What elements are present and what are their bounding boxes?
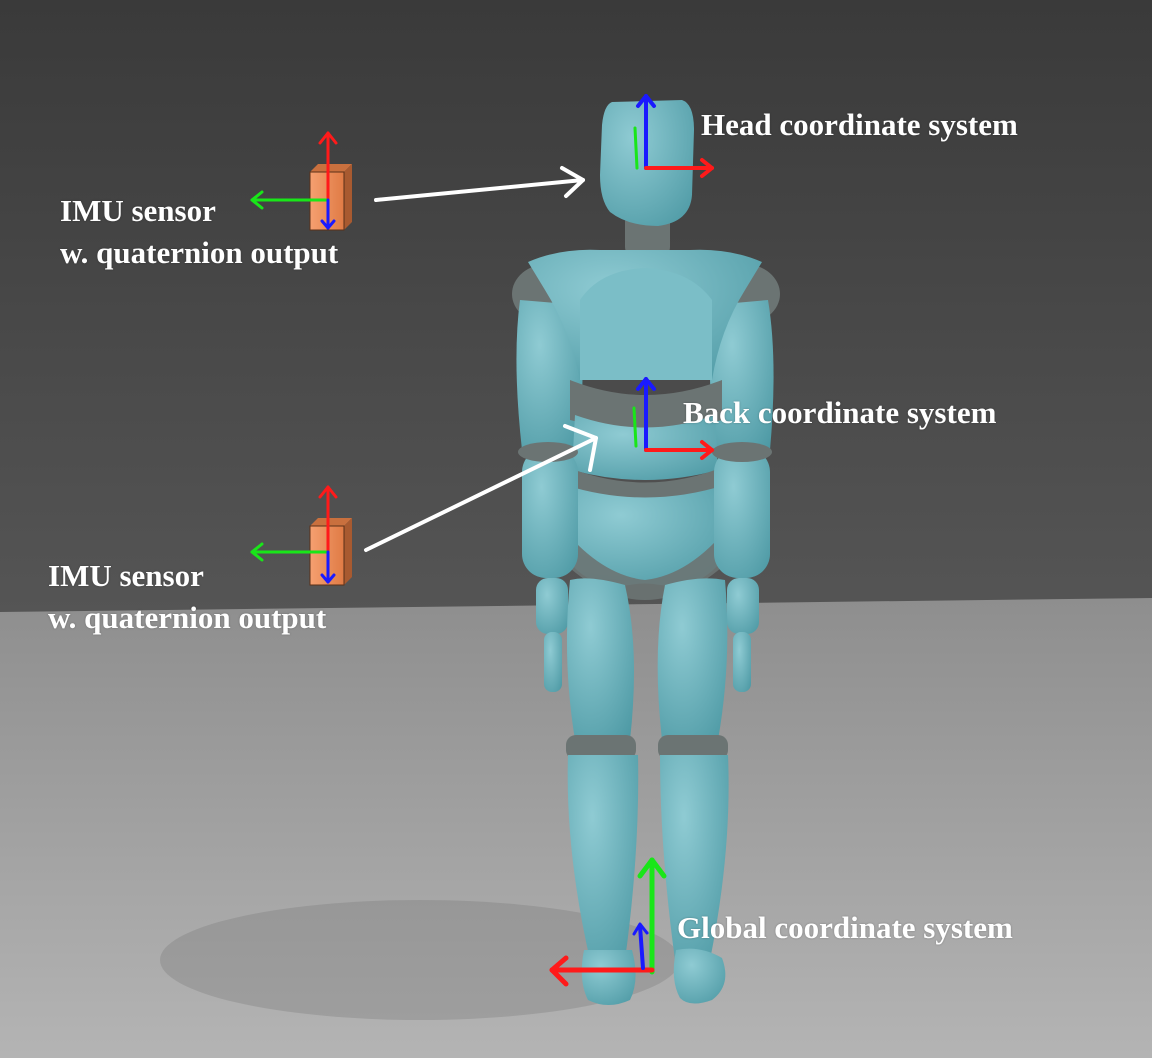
imu-sensor-icon [250, 131, 352, 231]
back-coordinate-axes-icon [632, 377, 714, 460]
floor-shadow [160, 900, 680, 1020]
imu-sensor-label-bottom: IMU sensor w. quaternion output [48, 555, 326, 639]
back-coordinate-label: Back coordinate system [683, 395, 997, 430]
humanoid-figure [512, 100, 780, 1005]
imu-sensor-label-line2: w. quaternion output [60, 235, 339, 270]
imu-sensor-label-line2: w. quaternion output [48, 600, 327, 635]
imu-sensor-icon [250, 485, 352, 586]
global-coordinate-axes-icon [549, 857, 667, 987]
imu-sensor-label-line1: IMU sensor [60, 193, 216, 228]
pointer-arrow-back [364, 424, 598, 552]
imu-sensor-label-line1: IMU sensor [48, 558, 204, 593]
global-coordinate-label: Global coordinate system [677, 910, 1013, 945]
head-coordinate-axes-icon [633, 94, 714, 178]
head-coordinate-label: Head coordinate system [701, 107, 1018, 142]
imu-sensor-label-top: IMU sensor w. quaternion output [60, 190, 338, 274]
pointer-arrow-head [374, 166, 585, 202]
